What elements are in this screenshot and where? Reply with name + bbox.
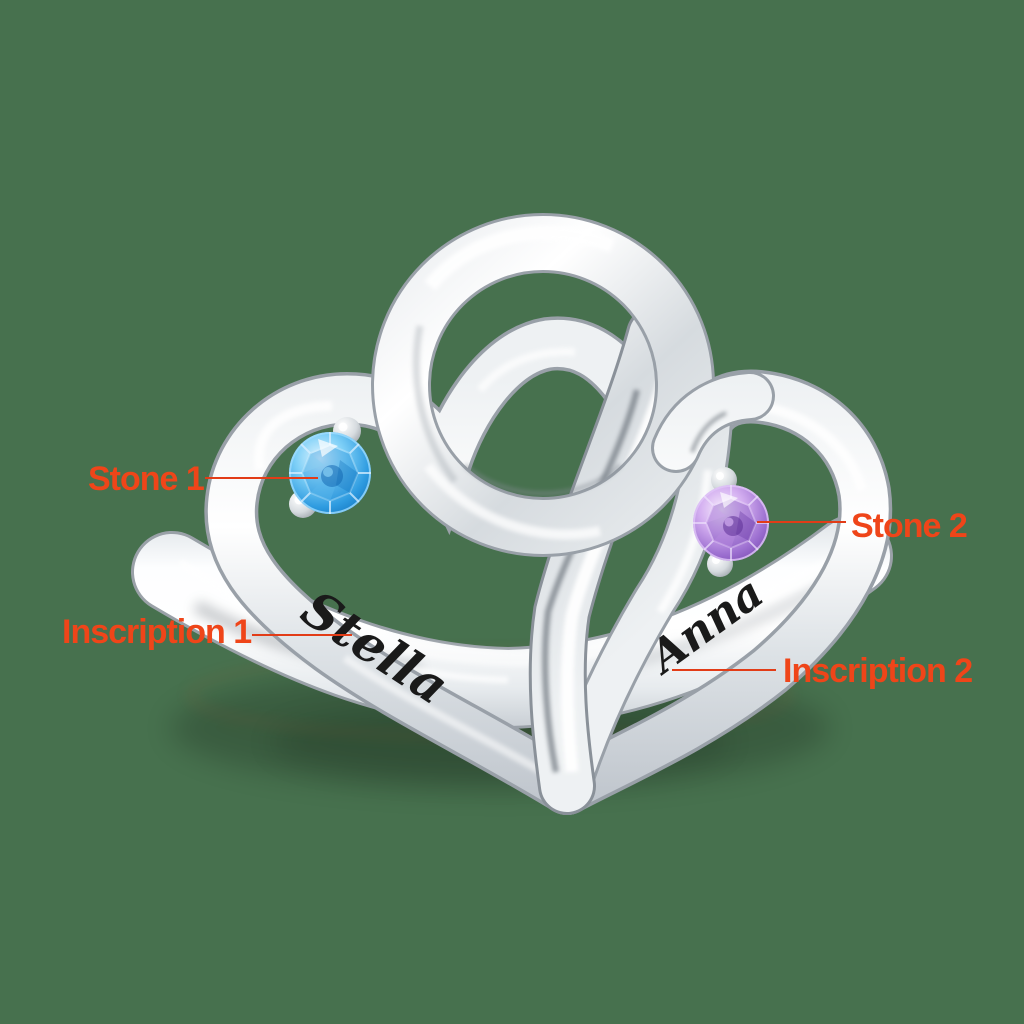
stone-1 (289, 417, 371, 518)
knot-loop (371, 213, 715, 557)
heart-junction (651, 371, 775, 473)
inscription-2-leader-line (672, 669, 776, 671)
stone-1-leader-line (205, 477, 318, 479)
inner-heart-right-limb (546, 397, 733, 809)
stone-1-label: Stone 1 (88, 460, 205, 498)
inscription-1-label: Inscription 1 (62, 613, 252, 651)
inscription-2-label: Inscription 2 (783, 652, 973, 690)
stone-2-label: Stone 2 (851, 507, 968, 545)
inscription-1-leader-line (252, 634, 352, 636)
stone-2 (693, 467, 769, 577)
inner-heart-sash (528, 306, 684, 815)
stone-2-leader-line (757, 521, 846, 523)
